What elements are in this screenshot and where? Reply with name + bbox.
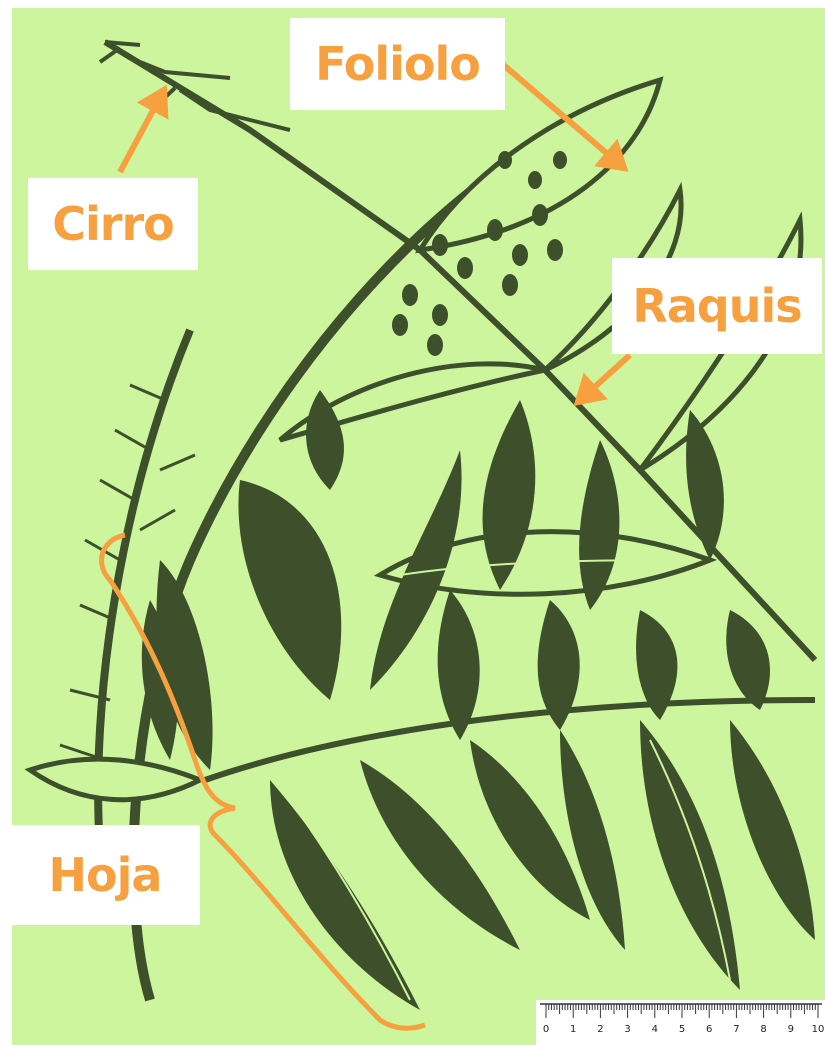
ruler-tick-label: 3 — [624, 1024, 630, 1035]
cirro-label-box: Cirro — [28, 178, 198, 270]
ruler-tick-label: 6 — [706, 1024, 712, 1035]
ruler-tick-label: 8 — [760, 1024, 766, 1035]
hoja-label-box: Hoja — [10, 825, 200, 925]
ruler-tick-label: 7 — [733, 1024, 739, 1035]
ruler-tick-label: 5 — [679, 1024, 685, 1035]
ruler-tick-label: 0 — [543, 1024, 549, 1035]
raquis-label: Raquis — [632, 279, 801, 333]
scale-ruler: 0 1 2 3 4 5 6 7 8 9 10 — [536, 1000, 825, 1045]
hoja-label: Hoja — [49, 848, 162, 902]
foliolo-label-box: Foliolo — [290, 18, 505, 110]
ruler-tick-label: 9 — [788, 1024, 794, 1035]
cirro-label: Cirro — [52, 197, 174, 251]
ruler-tick-label: 1 — [570, 1024, 576, 1035]
raquis-label-box: Raquis — [612, 258, 822, 354]
ruler-tick-label: 2 — [597, 1024, 603, 1035]
foliolo-label: Foliolo — [315, 37, 480, 91]
ruler-tick-label: 10 — [812, 1024, 825, 1035]
ruler-tick-label: 4 — [652, 1024, 658, 1035]
